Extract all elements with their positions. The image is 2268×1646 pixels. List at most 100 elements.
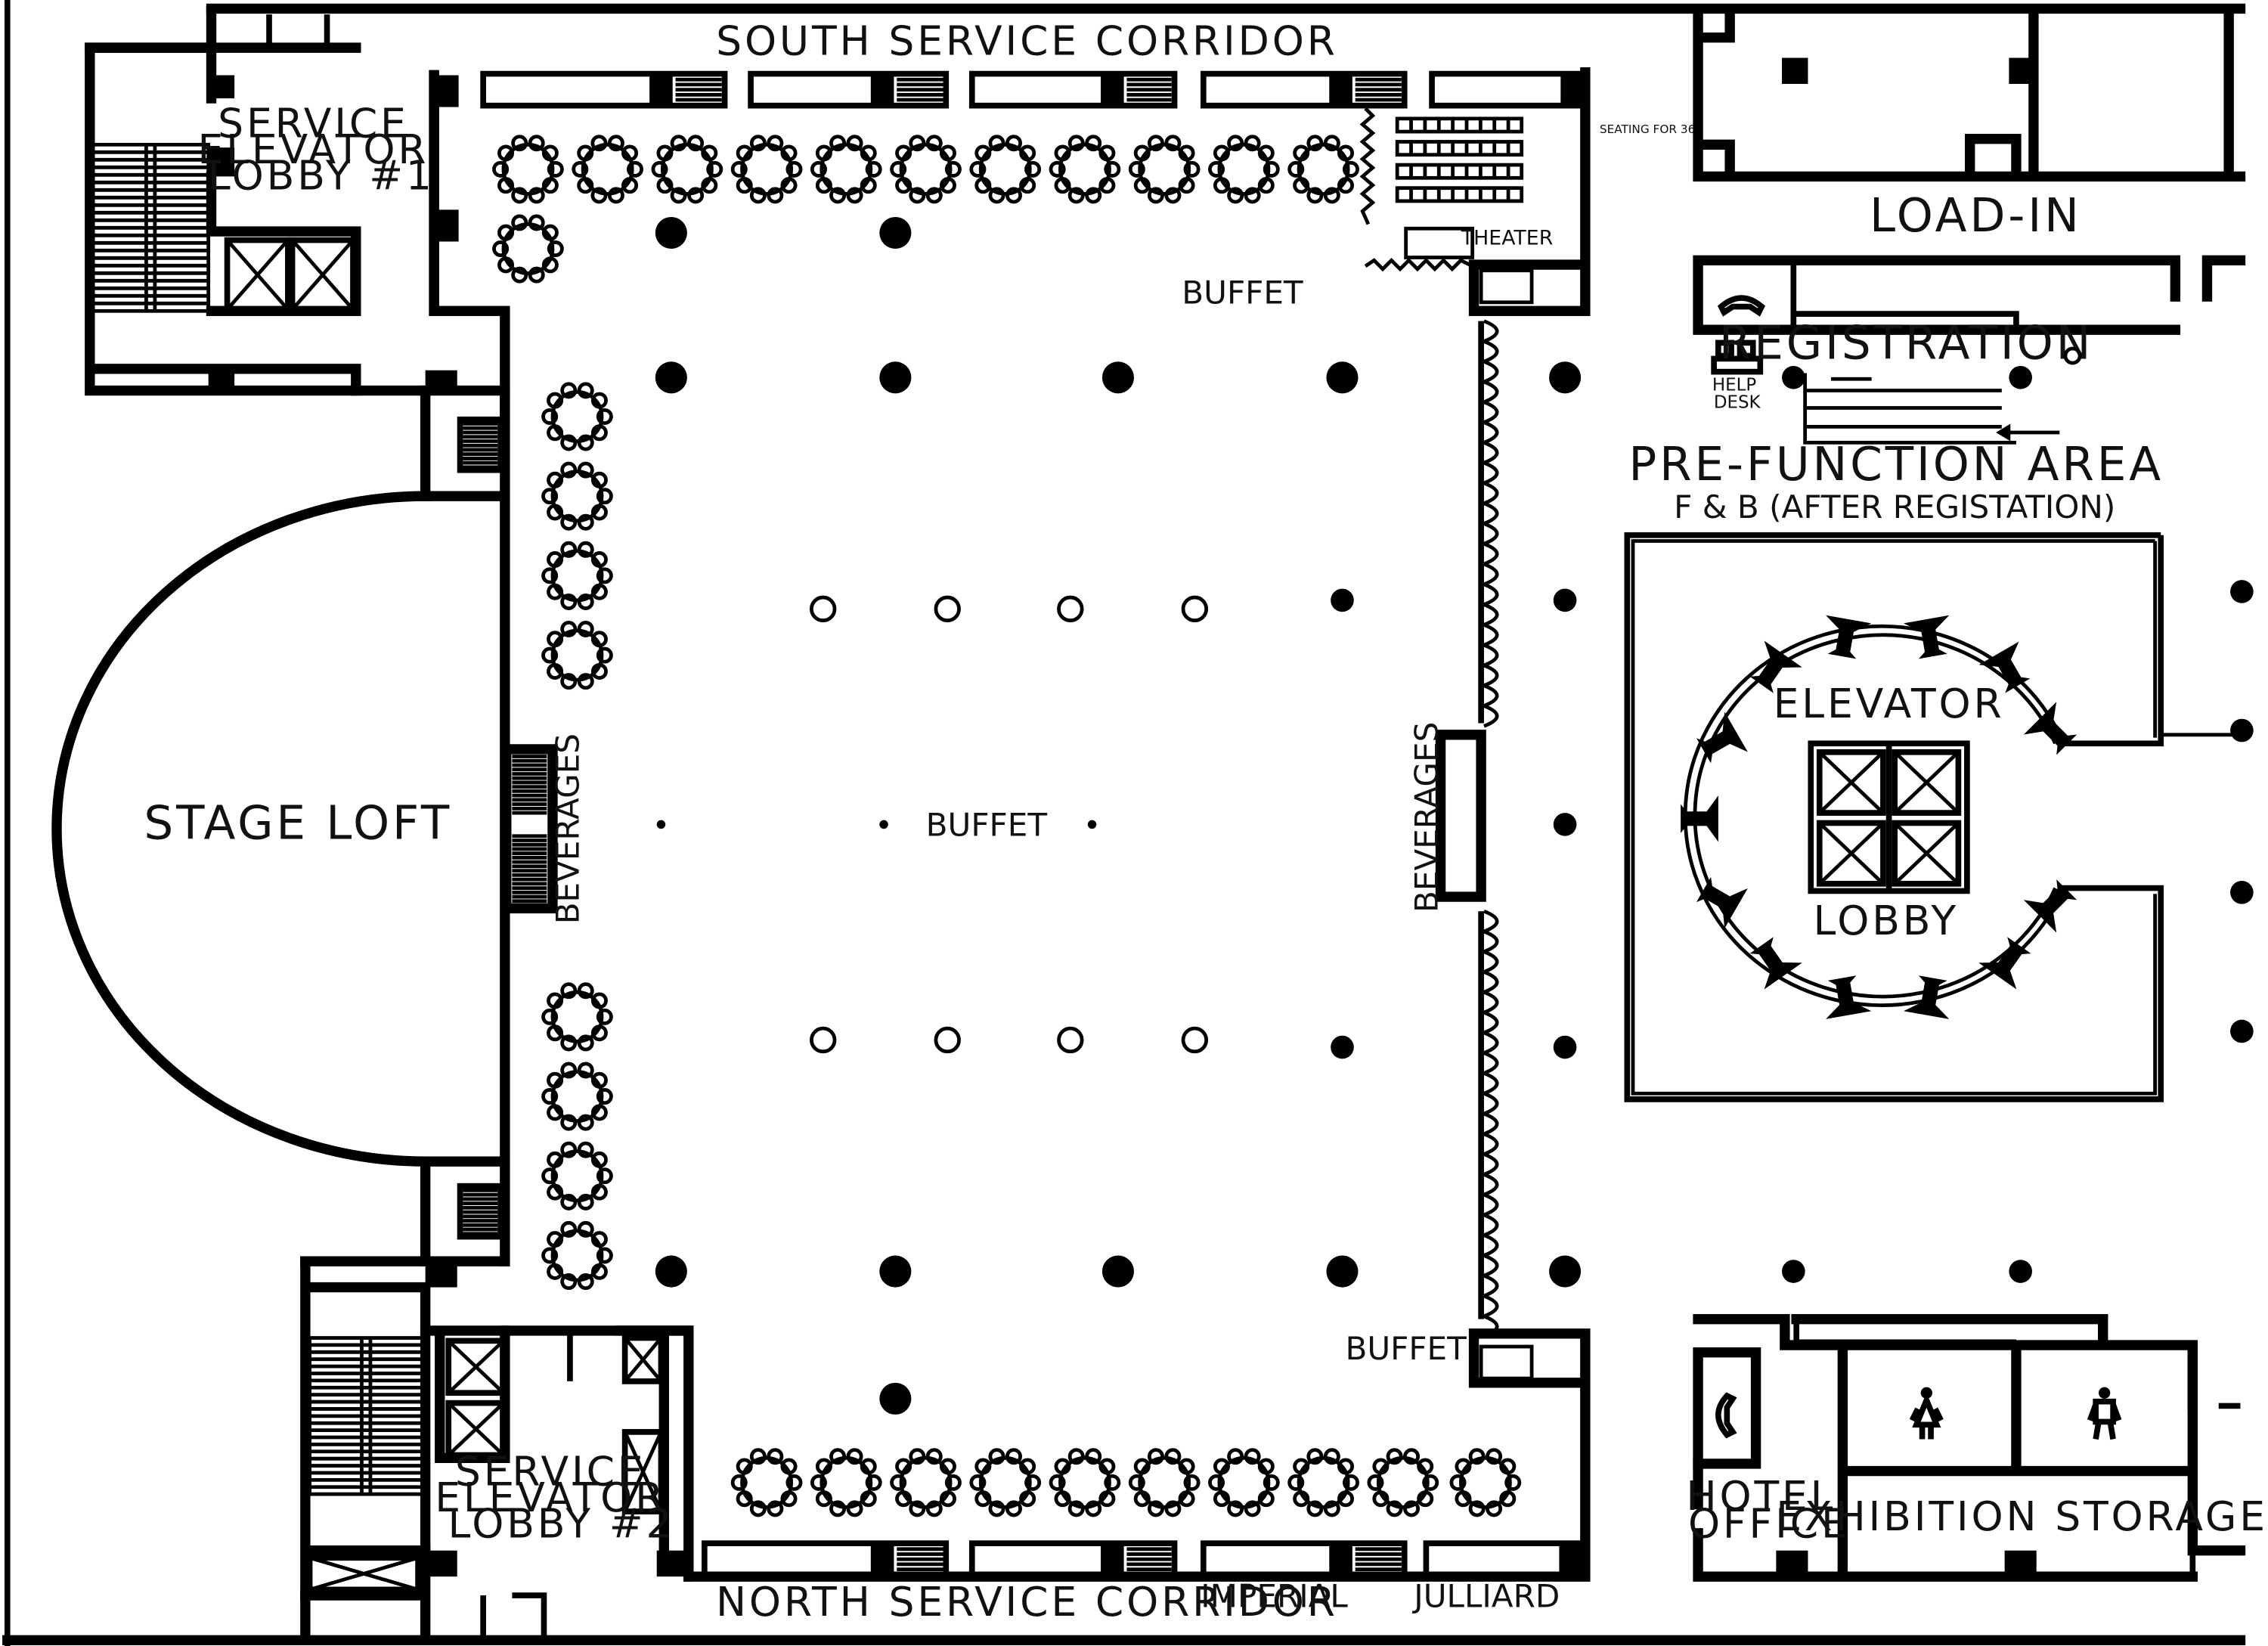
column-icon: [2230, 718, 2254, 742]
round-table-icon: [492, 214, 564, 284]
column-icon: [1101, 361, 1134, 394]
round-table-icon: [1449, 1448, 1522, 1517]
column-icon: [934, 1026, 961, 1054]
column-icon: [1057, 1026, 1084, 1054]
elevator-icon: [224, 237, 356, 313]
julliard-label: JULLIARD: [1411, 1577, 1560, 1614]
bottom-right-rooms: [1693, 1313, 2246, 1582]
bench-icon: [1904, 975, 1950, 1019]
round-table-icon: [810, 1448, 882, 1517]
load-in-label: LOAD-IN: [1870, 189, 2082, 243]
column-icon: [879, 1255, 912, 1288]
column-icon: [810, 1026, 837, 1054]
load-in-area: [1693, 6, 2246, 335]
column-icon: [1553, 813, 1577, 836]
registration-desk: [1803, 373, 2060, 445]
stairs-icon: [91, 142, 211, 313]
round-table-icon: [1208, 135, 1280, 204]
registration-label: REGISTRATION: [1719, 316, 2093, 370]
bench-icon: [1978, 641, 2031, 693]
round-table-icon: [1128, 135, 1201, 204]
phone-icon: [1715, 1392, 1737, 1439]
bench-icon: [2023, 879, 2077, 933]
seating-label: SEATING FOR 36: [1600, 122, 1695, 136]
round-table-icon: [541, 1220, 613, 1291]
column-icon: [1326, 1255, 1359, 1288]
round-table-icon: [1049, 135, 1121, 204]
round-table-icon: [730, 1448, 803, 1517]
bench-icon: [1749, 640, 1802, 693]
round-table-icon: [730, 135, 803, 204]
column-icon: [1782, 1260, 1805, 1283]
column-icon: [934, 595, 961, 623]
round-table-icon: [541, 621, 613, 690]
elevator-lobby: [1624, 532, 2241, 1102]
round-table-icon: [541, 1141, 613, 1210]
stairs-icon: [308, 1336, 425, 1496]
beverages-left-bar: [501, 744, 558, 914]
theater-label: THEATER: [1461, 226, 1553, 250]
column-icon: [1553, 588, 1577, 612]
bench-icon: [1826, 975, 1872, 1019]
phone-icon: [1717, 295, 1766, 317]
stage-loft: [51, 385, 510, 1266]
column-icon: [1181, 595, 1209, 623]
elevator-icon: [306, 1334, 665, 1593]
round-table-icon: [541, 461, 613, 531]
column-icon: [879, 216, 912, 250]
round-table-icon: [541, 982, 613, 1052]
help-desk: [1711, 339, 1764, 375]
hotel-office-label: HOTEL OFFICE: [1686, 1472, 1851, 1547]
column-icon: [2230, 580, 2254, 603]
column-icon: [879, 1382, 912, 1415]
round-table-icon: [1287, 1448, 1359, 1517]
men-restroom-icon: [2087, 1387, 2122, 1440]
round-table-icon: [572, 135, 644, 204]
south-corridor-label: SOUTH SERVICE CORRIDOR: [716, 17, 1338, 65]
lobby-label: LOBBY: [1814, 897, 1959, 944]
round-table-icon: [969, 1448, 1042, 1517]
theater-divider: [1359, 107, 1376, 225]
column-icon: [2063, 346, 2082, 365]
column-icon: [1181, 1026, 1209, 1054]
exhibition-storage-label: EXHIBITION STORAGE: [1776, 1493, 2268, 1540]
bench-icon: [1826, 615, 1872, 659]
column-icon: [1782, 365, 1805, 389]
round-table-icon: [541, 541, 613, 610]
fb-note-label: F & B (AFTER REGISTATION): [1674, 488, 2115, 525]
pre-function-label: PRE-FUNCTION AREA: [1628, 438, 2164, 491]
column-icon: [655, 1255, 687, 1288]
column-icon: [1331, 588, 1354, 612]
beverages-right-bar: [1435, 730, 1486, 902]
round-table-icon: [969, 135, 1042, 204]
theater-divider-bottom: [1364, 257, 1473, 272]
column-icon: [1057, 595, 1084, 623]
elevator-label: ELEVATOR: [1774, 680, 2005, 727]
column-icon: [1549, 1255, 1582, 1288]
column-icon: [655, 361, 687, 394]
imperial-label: IMPERIAL: [1201, 1577, 1348, 1614]
buffet-top-label: BUFFET: [1182, 274, 1303, 312]
buffet-bottom-label: BUFFET: [1345, 1330, 1467, 1367]
partition-wall: [1478, 319, 1499, 1338]
column-icon: [2230, 1019, 2254, 1043]
service-lobby-2-label: SERVICE ELEVATOR LOBBY #2: [435, 1448, 682, 1548]
buffet-center-label: BUFFET: [926, 807, 1048, 844]
theater-stage: [1404, 226, 1475, 259]
round-table-icon: [651, 135, 723, 204]
column-icon: [1326, 361, 1359, 394]
round-table-icon: [1287, 135, 1359, 204]
north-service-corridor: [500, 1325, 1591, 1582]
round-table-icon: [1367, 1448, 1439, 1517]
column-icon: [2230, 881, 2254, 904]
round-table-icon: [541, 1062, 613, 1131]
column-icon: [1331, 1035, 1354, 1059]
round-table-icon: [541, 382, 613, 451]
column-icon: [879, 361, 912, 394]
stairs-icon: [457, 1183, 503, 1240]
round-table-icon: [1208, 1448, 1280, 1517]
stage-loft-label: STAGE LOFT: [144, 797, 452, 851]
bench-icon: [1696, 876, 1748, 928]
column-icon: [1101, 1255, 1134, 1288]
